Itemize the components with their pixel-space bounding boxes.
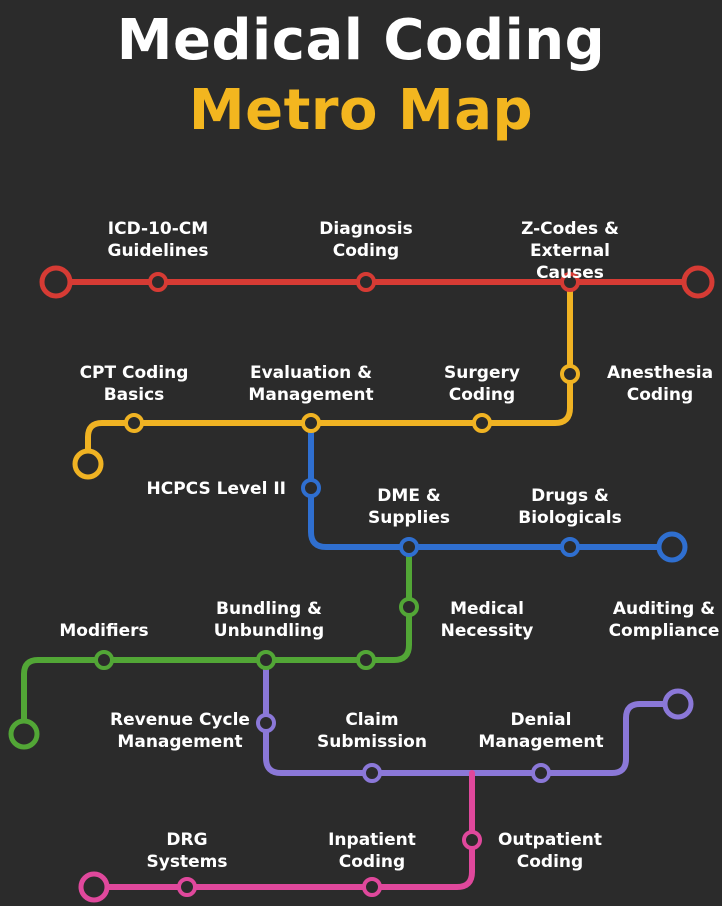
label-cpt: CPT Coding Basics bbox=[79, 363, 189, 405]
label-em: Evaluation & Management bbox=[248, 363, 374, 405]
label-drugs: Drugs & Biologicals bbox=[518, 486, 622, 528]
station-denial bbox=[531, 763, 551, 783]
label-modifiers: Modifiers bbox=[59, 621, 149, 641]
station-bundling bbox=[256, 650, 276, 670]
station-necessity bbox=[399, 597, 419, 617]
station-revenue bbox=[256, 713, 276, 733]
label-inpatient: Inpatient Coding bbox=[328, 830, 416, 872]
green-terminus bbox=[8, 718, 40, 750]
station-cpt bbox=[124, 413, 144, 433]
station-zcodes bbox=[560, 272, 580, 292]
station-inpatient bbox=[362, 877, 382, 897]
station-drg bbox=[177, 877, 197, 897]
blue-terminus bbox=[656, 531, 688, 563]
green-line bbox=[21, 544, 412, 737]
map-title: Medical Coding bbox=[116, 8, 606, 73]
label-icd10: ICD-10-CM Guidelines bbox=[107, 219, 209, 261]
red-terminus-east bbox=[681, 265, 715, 299]
station-icd10 bbox=[148, 272, 168, 292]
station-modifiers bbox=[94, 650, 114, 670]
purple-terminus bbox=[662, 688, 694, 720]
label-dme: DME & Supplies bbox=[368, 486, 450, 528]
pink-terminus bbox=[78, 871, 110, 903]
station-dme bbox=[399, 537, 419, 557]
station-anesthesia bbox=[560, 364, 580, 384]
station-diagnosis bbox=[356, 272, 376, 292]
yellow-line bbox=[85, 279, 573, 465]
label-denial: Denial Management bbox=[478, 710, 604, 752]
map-subtitle: Metro Map bbox=[188, 78, 534, 143]
label-claim: Claim Submission bbox=[317, 710, 427, 752]
label-auditing: Auditing & Compliance bbox=[608, 599, 720, 641]
red-terminus-west bbox=[39, 265, 73, 299]
label-outpatient: Outpatient Coding bbox=[497, 830, 603, 872]
purple-line bbox=[263, 657, 681, 776]
label-surgery: Surgery Coding bbox=[444, 363, 520, 405]
label-revenue: Revenue Cycle Management bbox=[110, 710, 250, 752]
station-surgery bbox=[472, 413, 492, 433]
station-hcpcs bbox=[301, 478, 321, 498]
yellow-terminus bbox=[72, 448, 104, 480]
label-hcpcs: HCPCS Level II bbox=[146, 479, 287, 499]
pink-line bbox=[91, 770, 475, 890]
station-em bbox=[301, 413, 321, 433]
label-drg: DRG Systems bbox=[146, 830, 228, 872]
station-outpatient bbox=[462, 830, 482, 850]
station-drugs bbox=[560, 537, 580, 557]
label-anesthesia: Anesthesia Coding bbox=[606, 363, 714, 405]
label-zcodes: Z-Codes & External Causes bbox=[521, 219, 619, 283]
label-necessity: Medical Necessity bbox=[440, 599, 534, 641]
label-bundling: Bundling & Unbundling bbox=[213, 599, 325, 641]
label-diagnosis: Diagnosis Coding bbox=[319, 219, 413, 261]
station-claim bbox=[362, 763, 382, 783]
blue-line bbox=[308, 420, 675, 550]
station-green-extra bbox=[356, 650, 376, 670]
